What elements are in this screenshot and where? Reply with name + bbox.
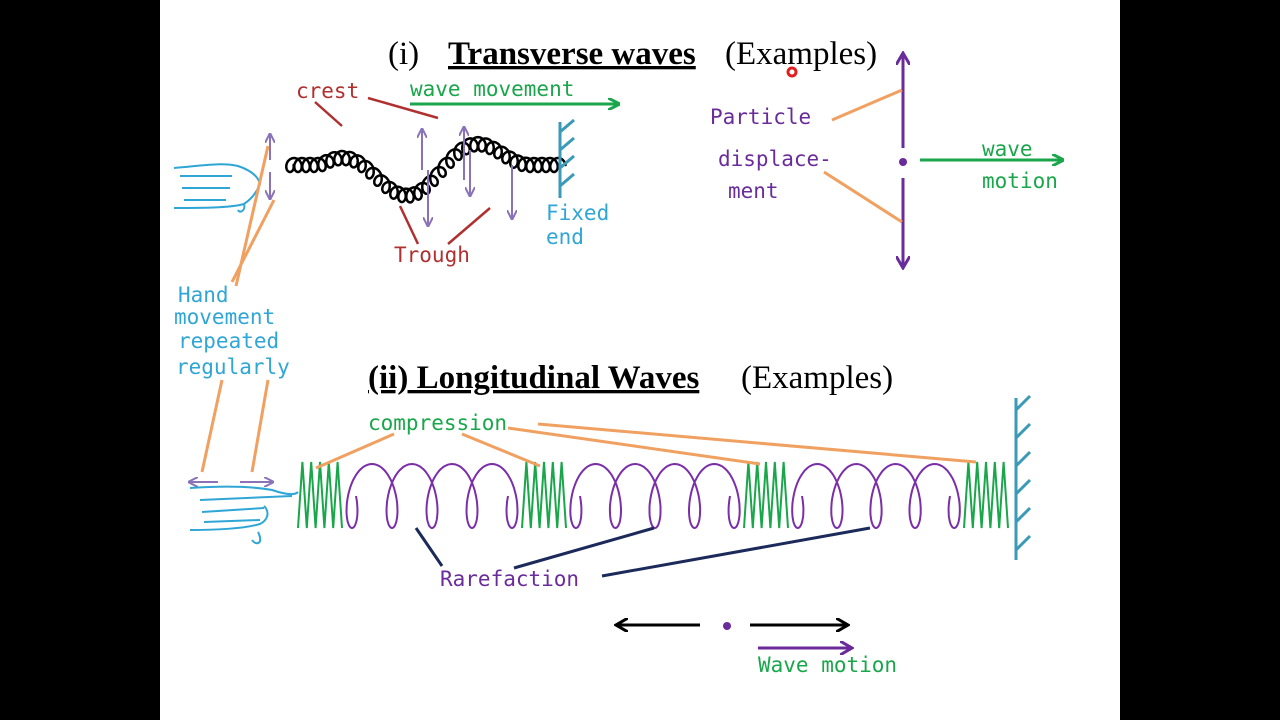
longitudinal-title: (ii) Longitudinal Waves bbox=[368, 360, 699, 396]
compression-label: compression bbox=[368, 411, 507, 435]
longitudinal-wave-motion-label: Wave motion bbox=[758, 653, 897, 677]
trough-pointers bbox=[398, 205, 491, 245]
crest-pointers bbox=[314, 96, 439, 127]
transverse-title-suffix: (Examples) bbox=[725, 36, 877, 72]
wave-motion-label-line1: wave bbox=[982, 137, 1033, 161]
displacement-pointers bbox=[823, 88, 903, 224]
longitudinal-fixed-wall bbox=[1014, 394, 1032, 560]
compression-spring-2 bbox=[521, 461, 567, 529]
particle-dot bbox=[899, 158, 907, 166]
diagram-canvas: (i) Transverse waves (Examples) (ii) Lon… bbox=[173, 36, 1120, 677]
compression-spring-4 bbox=[963, 461, 1009, 529]
fixed-end-label-line1: Fixed bbox=[546, 201, 609, 225]
longitudinal-title-suffix: (Examples) bbox=[741, 360, 893, 396]
crest-label: crest bbox=[296, 79, 359, 103]
hand-icon-top bbox=[173, 163, 262, 213]
transverse-spring-wave bbox=[285, 135, 567, 204]
hand-icon-bottom bbox=[189, 485, 299, 545]
fixed-end-wall bbox=[558, 118, 575, 198]
compression-pointers bbox=[315, 422, 977, 470]
wave-motion-label-line2: motion bbox=[982, 169, 1058, 193]
hand-note-line3: repeated bbox=[178, 329, 279, 353]
hand-note-line2: movement bbox=[174, 305, 275, 329]
compression-springs bbox=[297, 461, 1009, 529]
displacement-label-line2: ment bbox=[728, 179, 779, 203]
wave-movement-label: wave movement bbox=[410, 77, 574, 101]
rarefaction-pointers bbox=[414, 526, 871, 578]
fixed-end-label-line2: end bbox=[546, 225, 584, 249]
transverse-title-number: (i) bbox=[388, 36, 419, 72]
hand-note-line4: regularly bbox=[176, 355, 290, 379]
compression-spring-3 bbox=[743, 461, 789, 529]
hand-note-line1: Hand bbox=[178, 283, 229, 307]
rarefaction-label: Rarefaction bbox=[440, 567, 579, 591]
longitudinal-particle-dot bbox=[723, 622, 731, 630]
rarefaction-coils bbox=[345, 462, 961, 530]
slide: (i) Transverse waves (Examples) (ii) Lon… bbox=[160, 0, 1120, 720]
particle-label: Particle bbox=[710, 105, 811, 129]
hand-note-pointers bbox=[200, 145, 276, 473]
trough-label: Trough bbox=[394, 243, 470, 267]
cursor-dot bbox=[786, 66, 798, 78]
compression-spring-1 bbox=[297, 461, 343, 529]
transverse-title: Transverse waves bbox=[448, 36, 696, 72]
spring-displacement-arrows bbox=[422, 128, 512, 225]
displacement-label-line1: displace- bbox=[718, 147, 832, 171]
